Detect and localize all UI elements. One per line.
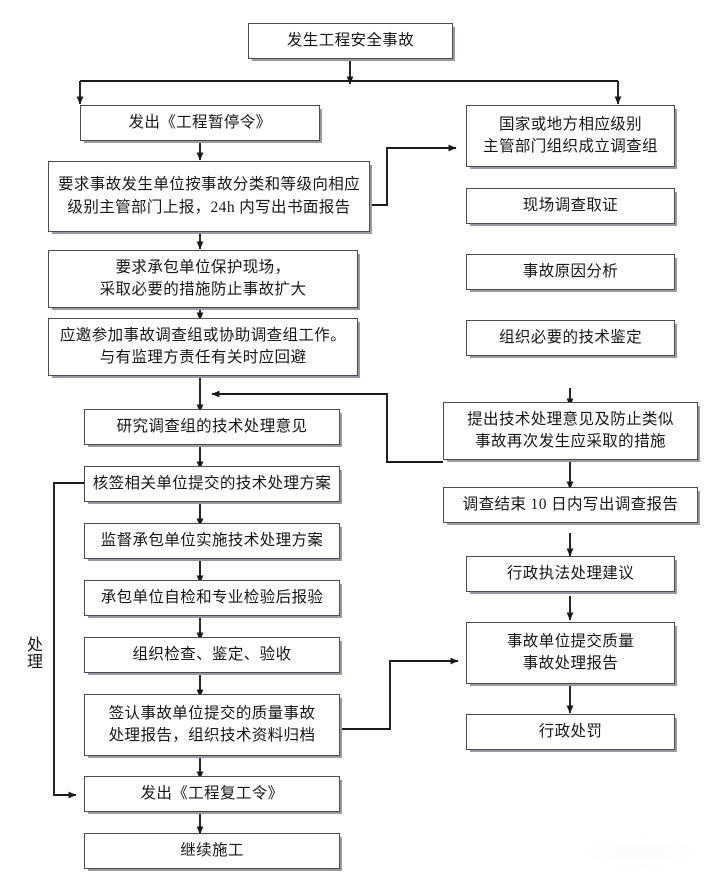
wire-n03-r01 [370, 144, 457, 206]
node-label: 组织必要的技术鉴定 [498, 328, 643, 346]
node-study-technical-opinion[interactable]: 研究调查组的技术处理意见 [84, 409, 340, 445]
node-administrative-penalty[interactable]: 行政处罚 [466, 714, 675, 750]
node-require-report-to-authority[interactable]: 要求事故发生单位按事故分类和等级向相应 级别主管部门上报，24h 内写出书面报告 [48, 161, 370, 232]
node-approve-quality-report[interactable]: 签认事故单位提交的质量事故 处理报告，组织技术资料归档 [84, 694, 340, 756]
node-label: 继续施工 [180, 841, 244, 859]
node-label: 要求事故发生单位按事故分类和等级向相应 级别主管部门上报，24h 内写出书面报告 [57, 176, 361, 216]
node-administrative-enforcement-advice[interactable]: 行政执法处理建议 [466, 556, 675, 592]
node-sign-technical-plan[interactable]: 核签相关单位提交的技术处理方案 [84, 466, 340, 502]
node-label: 事故单位提交质量 事故处理报告 [506, 632, 635, 672]
node-label: 行政处罚 [538, 722, 603, 740]
node-label: 发生工程安全事故 [286, 31, 415, 49]
node-investigation-report-10-days[interactable]: 调查结束 10 日内写出调查报告 [443, 487, 698, 523]
node-label: 组织检查、鉴定、验收 [132, 645, 292, 663]
side-label-handling: 处理 [24, 636, 41, 670]
node-label: 签认事故单位提交的质量事故 处理报告，组织技术资料归档 [108, 704, 316, 744]
node-label: 应邀参加事故调查组或协助调查组工作。 与有监理方责任有关时应回避 [59, 326, 347, 366]
node-label: 国家或地方相应级别 主管部门组织成立调查组 [483, 115, 658, 155]
node-label: 提出技术处理意见及防止类似 事故再次发生应采取的措施 [467, 410, 674, 450]
wire-n11-r08 [340, 657, 459, 730]
node-technical-appraisal[interactable]: 组织必要的技术鉴定 [466, 320, 675, 356]
node-join-investigation-group[interactable]: 应邀参加事故调查组或协助调查组工作。 与有监理方责任有关时应回避 [48, 318, 358, 376]
wire-n07-n12-feedback [53, 482, 84, 799]
node-label: 事故原因分析 [522, 262, 619, 280]
node-unit-submits-quality-report[interactable]: 事故单位提交质量 事故处理报告 [466, 622, 675, 684]
node-site-investigation[interactable]: 现场调查取证 [466, 188, 675, 224]
node-label: 调查结束 10 日内写出调查报告 [462, 495, 679, 513]
watermark [582, 836, 702, 870]
node-label: 现场调查取证 [522, 196, 619, 214]
node-label: 承包单位自检和专业检验后报验 [100, 588, 324, 606]
node-organize-inspection-acceptance[interactable]: 组织检查、鉴定、验收 [84, 637, 340, 673]
node-supervise-implementation[interactable]: 监督承包单位实施技术处理方案 [84, 523, 340, 559]
node-label: 发出《工程复工令》 [140, 784, 284, 802]
node-accident-occurs[interactable]: 发生工程安全事故 [248, 23, 453, 59]
node-contractor-self-inspection[interactable]: 承包单位自检和专业检验后报验 [84, 580, 340, 616]
node-establish-investigation-group[interactable]: 国家或地方相应级别 主管部门组织成立调查组 [466, 105, 675, 167]
node-issue-resumption-order[interactable]: 发出《工程复工令》 [84, 776, 340, 812]
node-protect-site[interactable]: 要求承包单位保护现场， 采取必要的措施防止事故扩大 [48, 250, 358, 308]
node-label: 研究调查组的技术处理意见 [116, 417, 308, 435]
node-label: 要求承包单位保护现场， 采取必要的措施防止事故扩大 [99, 258, 307, 298]
node-propose-preventive-measures[interactable]: 提出技术处理意见及防止类似 事故再次发生应采取的措施 [443, 402, 698, 460]
node-issue-suspension-order[interactable]: 发出《工程暂停令》 [80, 105, 320, 141]
node-label: 核签相关单位提交的技术处理方案 [92, 474, 332, 492]
node-label: 行政执法处理建议 [506, 564, 635, 582]
node-label: 发出《工程暂停令》 [128, 113, 272, 131]
node-continue-construction[interactable]: 继续施工 [84, 833, 340, 869]
node-cause-analysis[interactable]: 事故原因分析 [466, 254, 675, 290]
node-label: 监督承包单位实施技术处理方案 [100, 531, 324, 549]
